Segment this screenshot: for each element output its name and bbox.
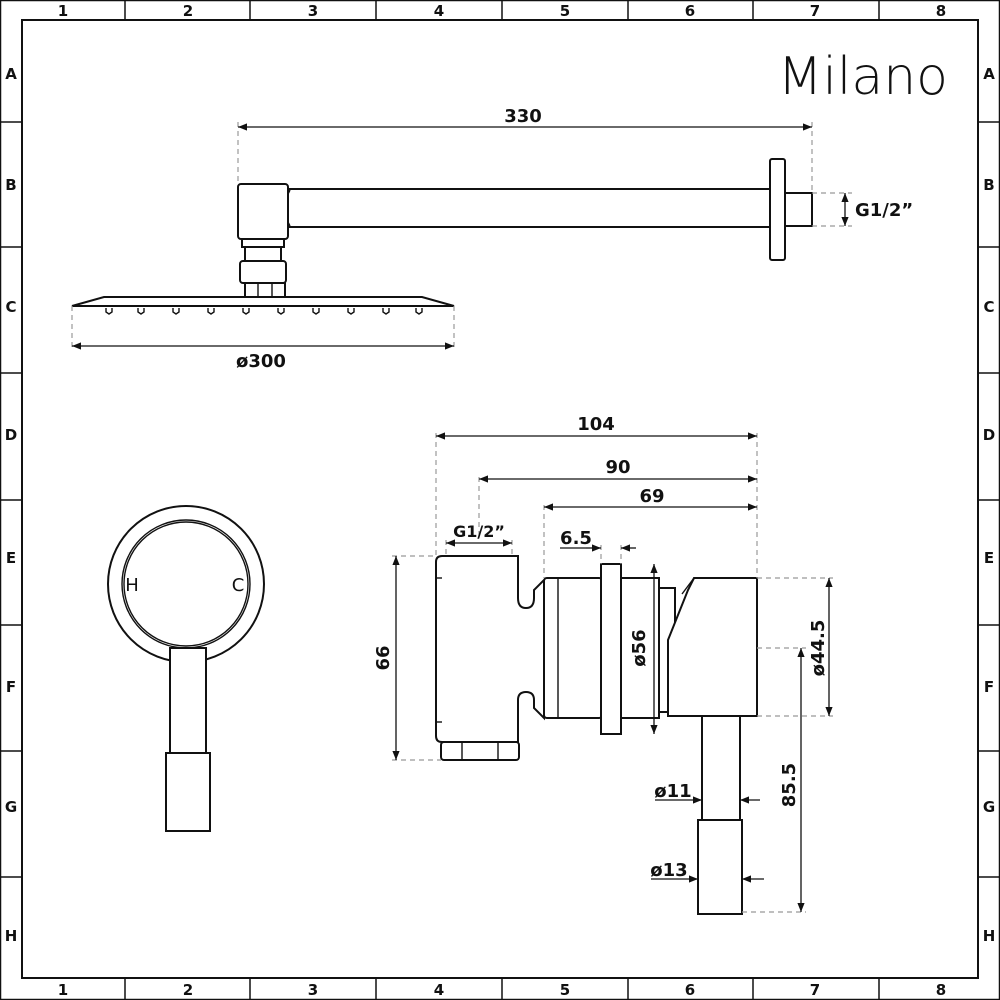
lever-shaft <box>701 715 741 821</box>
valve-wall-flange <box>600 563 622 735</box>
grid-col-label: 2 <box>183 981 193 999</box>
nozzle <box>242 308 250 315</box>
grid-row-label: B <box>5 176 16 194</box>
depth-90-label: 90 <box>605 457 630 478</box>
grid-column-labels-bottom: 1 2 3 4 5 6 7 8 <box>58 981 946 999</box>
handle-length-label: 85.5 <box>779 763 800 807</box>
grid-col-label: 1 <box>58 981 68 999</box>
nozzle <box>207 308 215 315</box>
hot-label: H <box>125 575 139 596</box>
arm-elbow-block <box>237 183 289 240</box>
grid-col-label: 6 <box>685 981 695 999</box>
body-height-label: 66 <box>373 645 394 670</box>
flange-thickness-label: 6.5 <box>560 528 592 549</box>
lever-grip <box>165 752 211 832</box>
grid-row-label: C <box>983 298 994 316</box>
nozzle <box>382 308 390 315</box>
grid-col-label: 8 <box>936 2 946 20</box>
shower-arm-tube <box>282 188 771 228</box>
grid-col-label: 1 <box>58 2 68 20</box>
nozzle <box>347 308 355 315</box>
nozzle <box>105 308 113 315</box>
grid-row-label: G <box>983 798 995 816</box>
nozzle <box>415 308 423 315</box>
grid-row-label: E <box>984 549 994 567</box>
grid-row-label: C <box>5 298 16 316</box>
grid-col-label: 7 <box>810 2 820 20</box>
grid-col-label: 8 <box>936 981 946 999</box>
grid-row-label: A <box>983 65 995 83</box>
swivel-nut <box>244 246 282 262</box>
nozzle <box>172 308 180 315</box>
head-diameter-label: ø300 <box>236 351 286 372</box>
grid-col-label: 4 <box>434 981 444 999</box>
grid-col-label: 3 <box>308 2 318 20</box>
grid-column-labels-top: 1 2 3 4 5 6 7 8 <box>58 2 946 20</box>
lever-handle <box>169 647 207 754</box>
grid-row-label: F <box>6 678 16 696</box>
inlet-thread-label: G1/2” <box>453 522 505 541</box>
depth-69-label: 69 <box>639 486 664 507</box>
valve-bottom-nut <box>440 741 520 761</box>
nozzle <box>312 308 320 315</box>
grid-col-label: 2 <box>183 2 193 20</box>
shower-head-arm-view: 330 G1/2” ø300 <box>71 106 913 372</box>
grid-col-label: 5 <box>560 981 570 999</box>
grid-row-label: D <box>983 426 995 444</box>
grid-row-label: D <box>5 426 17 444</box>
flange-diameter-label: ø56 <box>629 629 650 666</box>
grid-row-labels-right: A B C D E F G H <box>983 65 996 945</box>
grid-row-label: H <box>5 927 18 945</box>
grid-row-label: H <box>983 927 996 945</box>
valve-side-view: 104 90 69 G1/2” 6.5 66 ø56 ø44.5 <box>373 414 833 915</box>
lever-diameter-label: ø11 <box>654 781 691 802</box>
grid-row-label: A <box>5 65 17 83</box>
grip-diameter-label: ø13 <box>650 860 687 881</box>
valve-cartridge <box>543 577 603 719</box>
valve-faceplate-bezel <box>123 521 249 647</box>
swivel-ball-joint <box>239 260 287 284</box>
brand-logo: Milano <box>778 47 948 107</box>
shower-nozzle-row <box>105 308 423 315</box>
valve-rear-body <box>435 555 545 743</box>
cold-label: C <box>232 575 245 596</box>
grid-column-dividers <box>124 0 880 1000</box>
grid-col-label: 7 <box>810 981 820 999</box>
grid-row-labels-left: A B C D E F G H <box>5 65 18 945</box>
valve-front-view: H C <box>107 505 265 832</box>
handle-hub <box>667 577 758 717</box>
lever-grip-side <box>697 819 743 915</box>
handle-hub-diameter-label: ø44.5 <box>808 620 829 677</box>
grid-row-label: E <box>6 549 16 567</box>
grid-row-dividers <box>0 121 1000 878</box>
grid-row-label: G <box>5 798 17 816</box>
wall-flange-plate <box>769 158 786 261</box>
head-connector <box>244 282 286 298</box>
nozzle <box>137 308 145 315</box>
arm-length-label: 330 <box>504 106 542 127</box>
grid-row-label: B <box>983 176 994 194</box>
outlet-thread-label: G1/2” <box>855 200 913 221</box>
overall-depth-label: 104 <box>577 414 615 435</box>
arm-outlet-thread <box>784 192 813 227</box>
arm-neck <box>241 238 285 248</box>
nozzle <box>277 308 285 315</box>
shower-head-plate <box>71 296 455 307</box>
grid-col-label: 3 <box>308 981 318 999</box>
grid-col-label: 5 <box>560 2 570 20</box>
grid-col-label: 6 <box>685 2 695 20</box>
grid-col-label: 4 <box>434 2 444 20</box>
grid-row-label: F <box>984 678 994 696</box>
